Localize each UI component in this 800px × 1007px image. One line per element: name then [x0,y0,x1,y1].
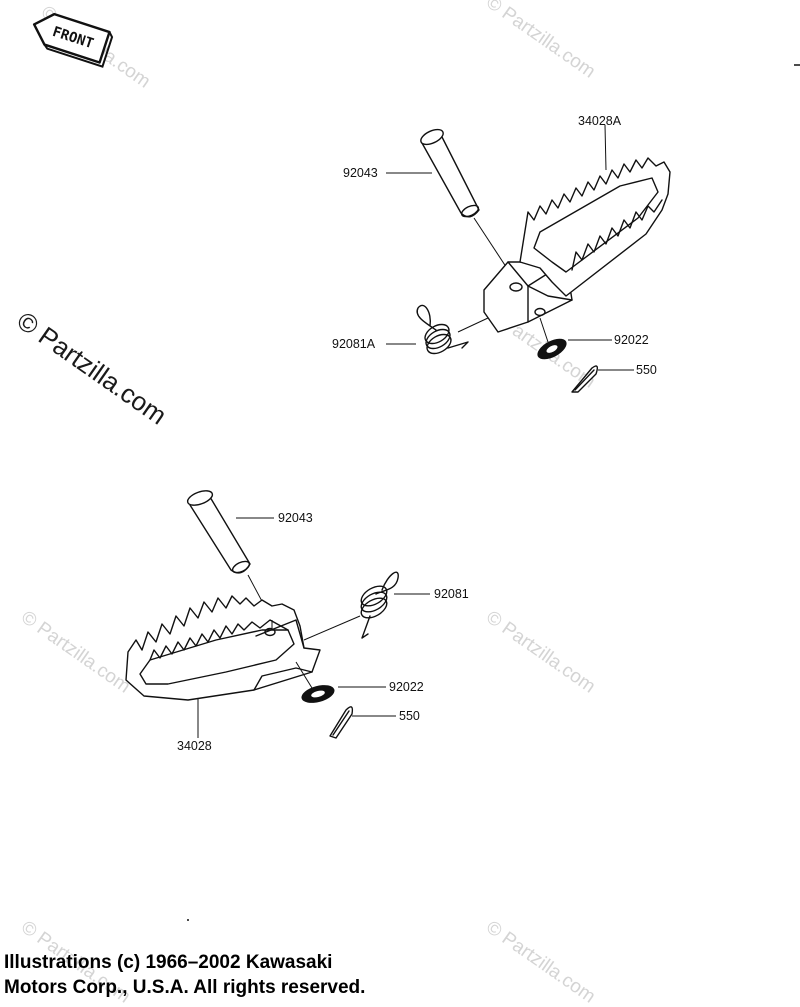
watermark: © Partzilla.com [482,0,599,83]
washer-drawing [301,685,335,703]
part-label-92043: 92043 [278,511,313,525]
front-arrow: FRONT [32,12,114,68]
footpeg-drawing [125,595,321,701]
spring-drawing [416,304,469,355]
footpeg-drawing [483,157,671,333]
cotter-drawing [329,706,354,739]
part-label-92081a: 92081A [332,337,376,351]
pin-drawing [186,490,251,574]
watermark: © Partzilla.com [482,607,599,698]
watermark: © Partzilla.com [17,607,134,698]
part-label-550: 550 [399,709,420,723]
cotter-drawing [571,365,599,393]
spring-drawing [360,571,399,639]
watermark-dark: © Partzilla.com [12,305,173,430]
part-label-92022: 92022 [389,680,424,694]
washer-drawing [537,338,567,360]
lower-assembly: 92043 92081 92022 550 34028 [125,490,469,753]
stray-dot [187,919,189,921]
watermark: © Partzilla.com [482,917,599,1007]
part-label-550: 550 [636,363,657,377]
copyright-line-1: Illustrations (c) 1966–2002 Kawasaki [4,952,333,973]
part-label-92081: 92081 [434,587,469,601]
part-label-34028a: 34028A [578,114,622,128]
upper-assembly: 92043 34028A 92081A 92022 550 [332,114,671,393]
copyright-notice: Illustrations (c) 1966–2002 Kawasaki Mot… [4,950,365,1000]
part-label-92022: 92022 [614,333,649,347]
watermarks: © Partzilla.com © Partzilla.com © Partzi… [12,0,599,1007]
part-label-92043: 92043 [343,166,378,180]
part-label-34028: 34028 [177,739,212,753]
copyright-line-2: Motors Corp., U.S.A. All rights reserved… [4,977,366,998]
pin-drawing [420,128,480,218]
